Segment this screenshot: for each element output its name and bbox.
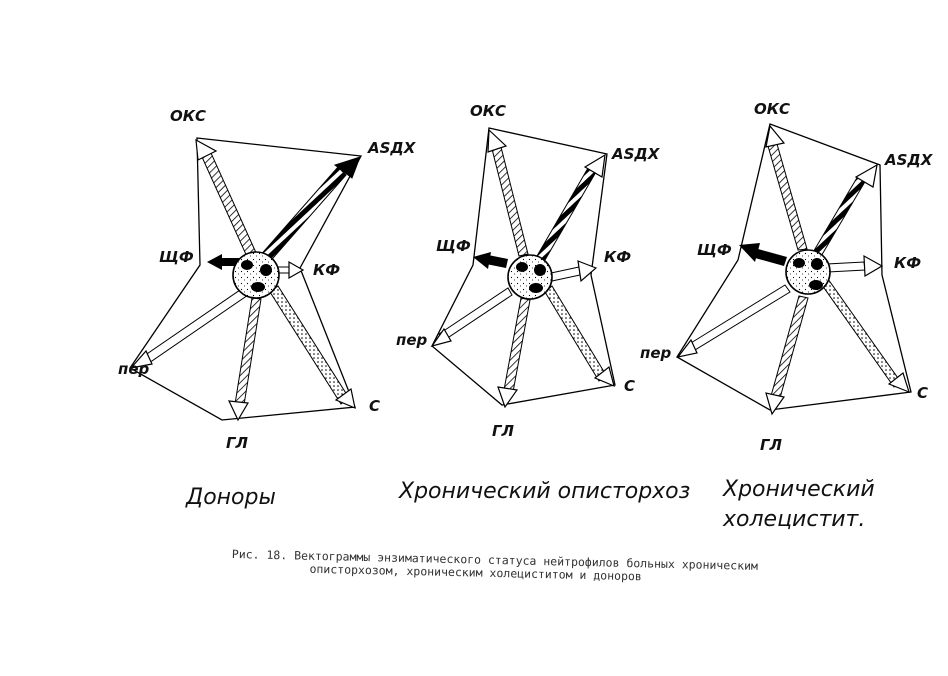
label-asdx: ASДХ xyxy=(884,151,934,169)
label-shf: ЩФ xyxy=(159,248,194,266)
neutrophil-cell xyxy=(785,249,831,295)
outline-polygon xyxy=(431,127,616,406)
arrow-oks xyxy=(765,124,808,251)
panel-title-donors: Доноры xyxy=(185,485,276,510)
label-per: пер xyxy=(118,360,150,378)
arrow-kf xyxy=(550,260,598,283)
arrow-per xyxy=(430,287,513,347)
label-s: С xyxy=(369,397,380,415)
arrow-s xyxy=(821,278,910,394)
label-kf: КФ xyxy=(604,248,631,266)
neutrophil-cell xyxy=(507,254,553,300)
label-oks: ОКС xyxy=(170,107,206,125)
label-kf: КФ xyxy=(894,254,921,272)
label-gl: ГЛ xyxy=(226,434,249,452)
arrow-asdx xyxy=(257,156,361,267)
panel-title-opisthorchiasis: Хронический описторхоз xyxy=(398,479,690,504)
label-shf: ЩФ xyxy=(436,237,471,255)
label-kf: КФ xyxy=(313,261,340,279)
label-oks: ОКС xyxy=(470,102,506,120)
label-per: пер xyxy=(640,344,672,362)
arrow-oks xyxy=(195,138,263,271)
label-s: С xyxy=(917,384,928,402)
arrow-s xyxy=(269,285,356,409)
panel-title-cholecystitis-line2: холецистит. xyxy=(722,507,865,532)
label-asdx: ASДХ xyxy=(611,145,661,163)
panel-donors: ОКС ASДХ ЩФ КФ пер С ГЛ Доноры xyxy=(118,107,417,510)
arrow-kf xyxy=(277,260,305,280)
label-asdx: ASДХ xyxy=(367,139,417,157)
arrow-gl xyxy=(497,297,531,409)
label-s: С xyxy=(624,377,635,395)
panel-title-cholecystitis-line1: Хронический xyxy=(722,477,875,502)
panel-cholecystitis: ОКС ASДХ ЩФ КФ пер С ГЛ Хронический холе… xyxy=(640,100,934,532)
label-oks: ОКС xyxy=(754,100,790,118)
arrow-per xyxy=(129,287,249,369)
arrow-gl xyxy=(228,297,262,422)
arrow-kf xyxy=(826,254,884,278)
label-shf: ЩФ xyxy=(697,241,732,259)
label-per: пер xyxy=(396,331,428,349)
arrow-gl xyxy=(765,295,809,416)
arrow-shf xyxy=(739,243,787,266)
arrow-asdx xyxy=(811,163,878,259)
arrow-per xyxy=(676,284,791,358)
outline-polygon xyxy=(676,123,912,411)
arrow-oks xyxy=(487,128,529,257)
label-gl: ГЛ xyxy=(760,436,783,454)
arrow-shf xyxy=(473,252,508,269)
neutrophil-cell xyxy=(232,251,280,299)
panel-opisthorchiasis: ОКС ASДХ ЩФ КФ пер С ГЛ Хронический опис… xyxy=(396,102,690,504)
label-gl: ГЛ xyxy=(492,422,515,440)
